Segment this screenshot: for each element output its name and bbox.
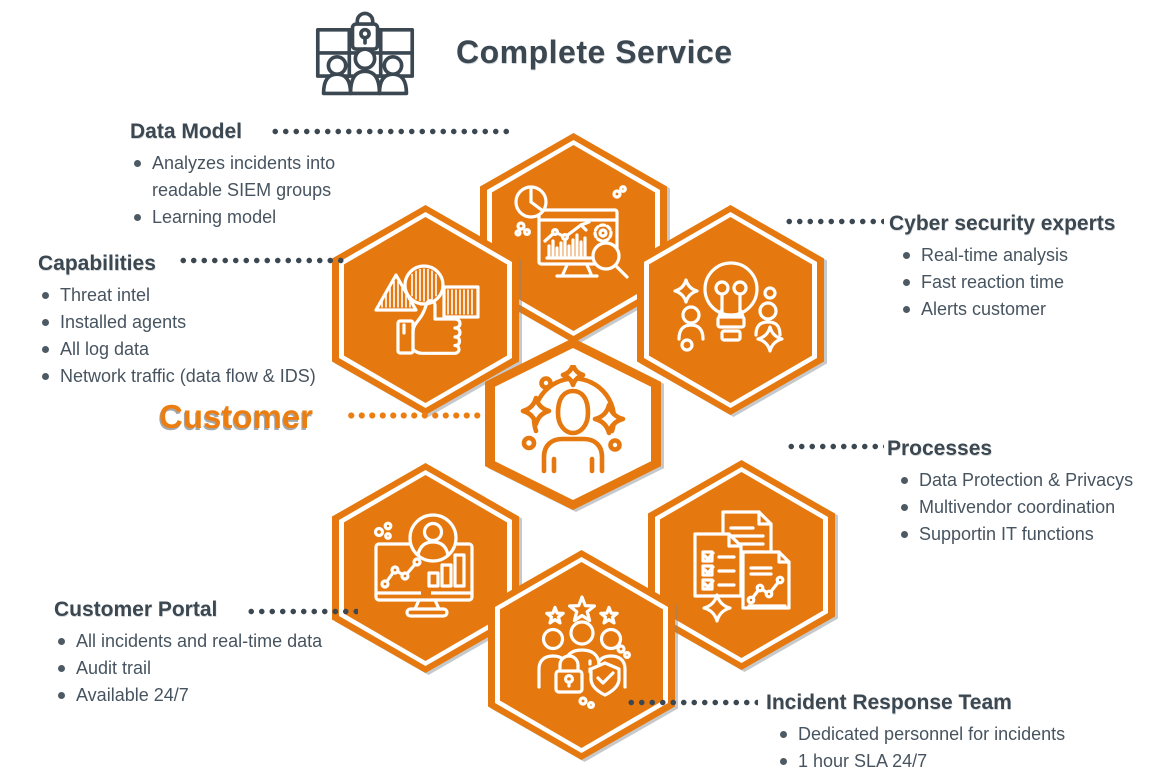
- bullet-item: Alerts customer: [899, 296, 1169, 323]
- bullet-item: Fast reaction time: [899, 269, 1169, 296]
- hexagon-incident-team: [488, 550, 675, 760]
- bullet-item: Learning model: [130, 204, 398, 231]
- processes-heading: Processes: [887, 437, 993, 460]
- bullet-item: Supportin IT functions: [897, 521, 1167, 548]
- bullet-item: Network traffic (data flow & IDS): [38, 363, 368, 390]
- cyber-experts-connector-dots: [784, 218, 884, 225]
- bullet-item: Analyzes incidents into readable SIEM gr…: [130, 150, 398, 204]
- bullet-item: All incidents and real-time data: [54, 628, 384, 655]
- capabilities-heading: Capabilities: [38, 252, 156, 275]
- bullet-item: Threat intel: [38, 282, 368, 309]
- hexagon-capabilities: [332, 205, 519, 415]
- page-title: Complete Service: [456, 33, 733, 70]
- hexagon-cyber-experts: [637, 205, 824, 415]
- data-model-bullets: Analyzes incidents into readable SIEM gr…: [130, 150, 398, 231]
- customer-portal-heading: Customer Portal: [54, 598, 218, 621]
- hexagon-processes: [648, 460, 835, 670]
- bullet-item: Real-time analysis: [899, 242, 1169, 269]
- portal-monitor-icon: [361, 512, 491, 624]
- analytics-dashboard-icon: [507, 180, 641, 296]
- documents-checklist-icon: [681, 506, 803, 624]
- bullet-item: Installed agents: [38, 309, 368, 336]
- data-model-connector-dots: [270, 128, 512, 135]
- bullet-item: Data Protection & Privacys: [897, 467, 1167, 494]
- incident-team-connector-dots: [626, 699, 758, 706]
- incident-team-heading: Incident Response Team: [766, 691, 1012, 714]
- bullet-item: All log data: [38, 336, 368, 363]
- section-incident-team: Incident Response Team Dedicated personn…: [766, 689, 1106, 775]
- video-wall-team-lock-icon: [315, 11, 415, 96]
- capabilities-connector-dots: [178, 257, 348, 264]
- bullet-item: Dedicated personnel for incidents: [776, 721, 1106, 748]
- hexagon-data-model: [480, 133, 667, 343]
- bullet-item: Available 24/7: [54, 682, 384, 709]
- section-cyber-experts: Cyber security experts Real-time analysi…: [889, 210, 1169, 323]
- section-customer-portal: Customer Portal All incidents and real-t…: [54, 596, 384, 709]
- team-lock-shield-icon: [517, 595, 647, 715]
- bullet-item: Multivendor coordination: [897, 494, 1167, 521]
- customer-label: Customer: [159, 398, 314, 435]
- header: Complete Service: [312, 8, 733, 96]
- section-data-model: Data Model Analyzes incidents into reada…: [130, 118, 398, 231]
- bullet-item: 1 hour SLA 24/7: [776, 748, 1106, 775]
- cyber-experts-heading: Cyber security experts: [889, 212, 1116, 235]
- processes-connector-dots: [786, 443, 884, 450]
- bullet-item: Audit trail: [54, 655, 384, 682]
- hexagon-customer: [485, 338, 661, 510]
- customer-portal-connector-dots: [246, 608, 358, 615]
- data-model-heading: Data Model: [130, 120, 243, 143]
- customer-connector-dots: [346, 412, 482, 419]
- hexagon-customer-portal: [332, 463, 519, 673]
- thumbs-up-shapes-icon: [366, 255, 486, 365]
- customer-person-sparkles-icon: [512, 365, 634, 483]
- lightbulb-team-icon: [671, 255, 791, 365]
